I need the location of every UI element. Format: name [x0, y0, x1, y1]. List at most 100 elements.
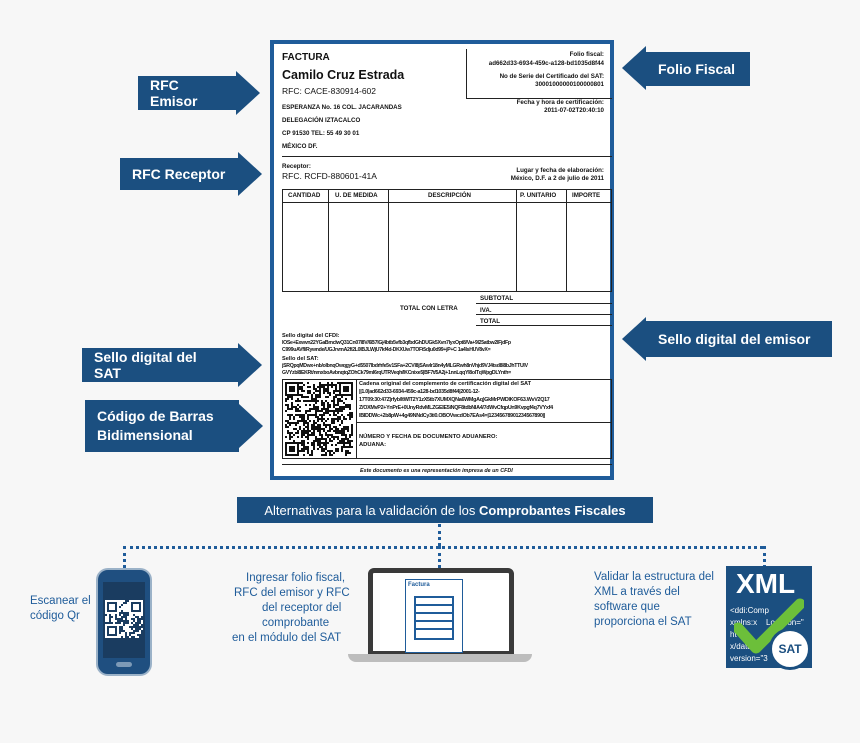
- option-portal-line: en el módulo del SAT: [232, 632, 342, 644]
- callout-sello-sat: Sello digital del SAT: [82, 348, 238, 382]
- iva-label: IVA.: [480, 307, 492, 314]
- option-qr-line: Escanear el: [30, 595, 91, 607]
- totals-line: [476, 303, 612, 304]
- option-qr-line: código Qr: [30, 610, 80, 622]
- cadena-box: [282, 379, 612, 459]
- laptop-base-icon: [348, 654, 532, 662]
- col-divider: [328, 189, 329, 292]
- col-header: P. UNITARIO: [520, 192, 557, 199]
- col-header: IMPORTE: [572, 192, 601, 199]
- xml-code-line: ht: [730, 630, 737, 639]
- option-xml-line: XML a través del: [594, 586, 680, 598]
- sat-badge-label: SAT: [778, 642, 802, 656]
- option-xml-line: proporciona el SAT: [594, 616, 692, 628]
- divider: [356, 422, 612, 423]
- col-header: DESCRIPCIÓN: [428, 192, 471, 199]
- invoice-footer: Este documento es una representación imp…: [360, 468, 513, 474]
- check-icon: [734, 598, 804, 654]
- xml-code-line: xmlns:x: [730, 618, 758, 627]
- emisor-city: MÉXICO DF.: [282, 143, 318, 150]
- option-portal-line: Ingresar folio fiscal,: [246, 572, 346, 584]
- folio-label: Folio fiscal:: [569, 51, 604, 58]
- arrow-left-icon: [622, 46, 646, 90]
- callout-codigo-barras-line: Bidimensional: [97, 427, 193, 443]
- option-portal-line: RFC del emisor y RFC: [234, 587, 350, 599]
- qr-code-icon: [285, 382, 353, 456]
- document-line: [414, 612, 454, 614]
- total-con-letra: TOTAL CON LETRA: [400, 305, 458, 312]
- totals-line: [476, 325, 612, 326]
- laptop-icon: Factura: [368, 568, 514, 654]
- option-portal-line: comprobante: [262, 617, 330, 629]
- folio-value: ad662d33-6934-459c-a128-bd1035d8f44: [488, 60, 604, 67]
- option-xml-line: software que: [594, 601, 660, 613]
- cert-value: 2011-07-02T20:40:10: [544, 107, 604, 114]
- emisor-name: Camilo Cruz Estrada: [282, 68, 405, 82]
- cadena-line: 17T09:30:47Z|rfyb/ltWIT2Y1zX5tb7XUMXQNa6…: [359, 397, 550, 403]
- document-title: Factura: [408, 582, 430, 588]
- subtotal-label: SUBTOTAL: [480, 295, 514, 302]
- cadena-line: Cadena original del complemento de certi…: [359, 381, 532, 387]
- folio-box: [466, 49, 612, 99]
- col-header: U. DE MEDIDA: [335, 192, 378, 199]
- serie-value: 30001000000100000801: [535, 81, 604, 88]
- home-button-icon: [116, 662, 132, 667]
- sat-badge: SAT: [769, 628, 811, 670]
- invoice-document: FACTURA Camilo Cruz Estrada RFC: CACE-83…: [270, 40, 614, 480]
- table-header-line: [282, 202, 612, 203]
- callout-folio-fiscal: Folio Fiscal: [646, 52, 750, 86]
- arrow-right-icon: [238, 152, 262, 196]
- invoice-title: FACTURA: [282, 52, 330, 63]
- emisor-address-2: DELEGACIÓN IZTACALCO: [282, 117, 361, 124]
- sello-cfdi-label: Sello digital del CFDI:: [282, 333, 340, 339]
- banner-prefix: Alternativas para la validación de los: [264, 502, 479, 518]
- divider: [282, 464, 612, 465]
- sello-sat-line: jSRQpqMDwx+nb/olbnqOwqgyG+d5507lbdrhfe5v…: [282, 363, 528, 369]
- qr-code-icon: [105, 600, 143, 638]
- divider: [282, 156, 612, 157]
- col-divider: [516, 189, 517, 292]
- sello-sat-label: Sello del SAT:: [282, 356, 319, 362]
- serie-label: No de Serie del Certificado del SAT:: [499, 73, 604, 80]
- col-divider: [566, 189, 567, 292]
- aduana-number: NÚMERO Y FECHA DE DOCUMENTO ADUANERO:: [359, 434, 498, 440]
- items-table: [282, 189, 612, 292]
- validation-banner: Alternativas para la validación de los C…: [237, 497, 653, 523]
- document-line: [414, 628, 454, 630]
- cadena-line: IBIDDWc+2b8pW+4g49NNdCy3ti0.OBOVwcdOb7EA…: [359, 413, 545, 419]
- connector-line: [438, 524, 441, 546]
- connector-line: [123, 546, 126, 568]
- col-divider: [388, 189, 389, 292]
- col-header: CANTIDAD: [288, 192, 321, 199]
- banner-bold: Comprobantes Fiscales: [478, 502, 626, 518]
- lugar-label: Lugar y fecha de elaboración:: [516, 167, 604, 174]
- callout-rfc-receptor: RFC Receptor: [120, 158, 238, 190]
- emisor-rfc: RFC: CACE-830914-602: [282, 86, 377, 96]
- aduana-label: ADUANA:: [359, 442, 387, 448]
- connector-line: [438, 546, 441, 568]
- callout-codigo-barras-line: Código de Barras: [97, 408, 214, 424]
- receptor-rfc: RFC. RCFD-880601-41A: [282, 171, 377, 181]
- option-xml-line: Validar la estructura del: [594, 571, 714, 583]
- smartphone-icon: [96, 568, 152, 676]
- connector-line: [763, 546, 766, 568]
- totals-line: [476, 314, 612, 315]
- xml-badge: XML: [736, 568, 796, 599]
- document-icon: Factura: [405, 579, 463, 653]
- cadena-line: Z/OXMvP2+YnPrE+0UnyRdvMLZGEIE5iNQF8tdbNI…: [359, 405, 553, 411]
- qr-divider: [356, 379, 357, 459]
- emisor-address-1: ESPERANZA No. 16 COL. JACARANDAS: [282, 104, 402, 111]
- sello-sat-line: GVYzbl8EKRt/nmxboAvbnqtqZOhCk79ml6rqUTRV…: [282, 370, 511, 376]
- receptor-label: Receptor:: [282, 163, 311, 170]
- sello-cfdi-line: lOSe+Exwvn22YGaBmclwQ31Cn07l8V/6B7lGj4bt…: [282, 340, 511, 346]
- callout-rfc-emisor: RFC Emisor: [138, 76, 236, 110]
- xml-code-line: x/data dr: [730, 642, 762, 651]
- document-line: [414, 620, 454, 622]
- connector-line: [123, 546, 763, 549]
- document-body: [414, 596, 454, 640]
- total-label: TOTAL: [480, 318, 501, 325]
- xml-code-line: version="3: [730, 654, 768, 663]
- callout-sello-emisor: Sello digital del emisor: [646, 321, 832, 357]
- emisor-cp-tel: CP 91530 TEL: 55 49 30 01: [282, 130, 360, 137]
- arrow-right-icon: [238, 343, 262, 387]
